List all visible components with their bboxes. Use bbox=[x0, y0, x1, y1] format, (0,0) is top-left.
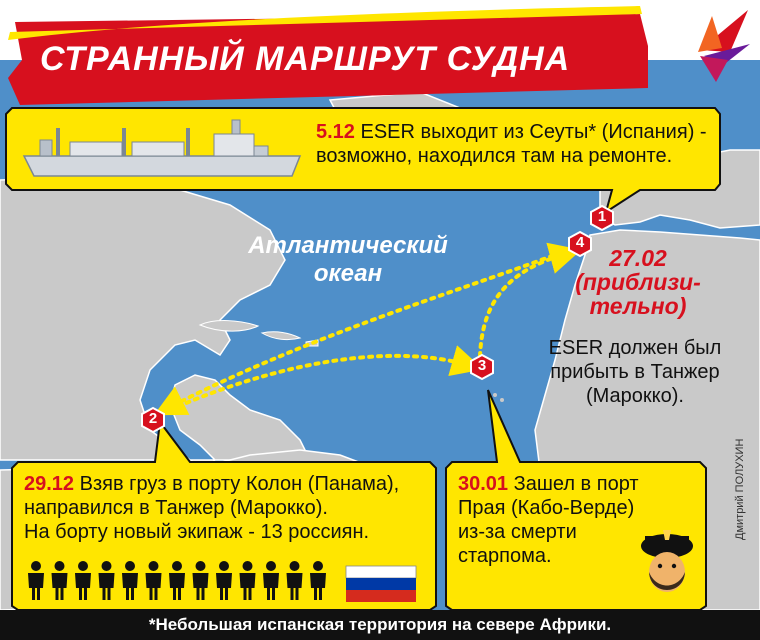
captain-icon bbox=[641, 530, 693, 592]
event-3-line2: Прая (Кабо-Верде) bbox=[458, 497, 635, 519]
author-credit: Дмитрий ПОЛУХИН bbox=[734, 438, 746, 540]
crew-person-icon bbox=[122, 561, 138, 600]
ocean-label-line1: Атлантический bbox=[248, 232, 448, 259]
crew-person-icon bbox=[216, 561, 232, 600]
russian-flag-icon bbox=[345, 565, 417, 602]
event-4-line3: (Марокко). bbox=[586, 385, 684, 407]
marker-1 bbox=[590, 204, 614, 232]
crew-person-icon bbox=[75, 561, 91, 600]
ocean-label-line2: океан bbox=[313, 260, 383, 287]
event-4-line1: ESER должен был bbox=[548, 337, 722, 359]
event-2-text: 29.12 Взяв груз в порту Колон (Панама), … bbox=[24, 472, 430, 544]
crew-person-icon bbox=[192, 561, 209, 600]
marker-3 bbox=[470, 353, 494, 381]
event-1-text: 5.12 ESER выходит из Сеуты* (Испания) - … bbox=[316, 120, 716, 168]
crew-row bbox=[28, 561, 326, 600]
logo-icon bbox=[698, 10, 750, 82]
title-banner-red bbox=[8, 14, 648, 105]
crew-person-icon bbox=[239, 561, 256, 600]
crew-person-icon bbox=[28, 561, 44, 600]
page-title: СТРАННЫЙ МАРШРУТ СУДНА bbox=[40, 40, 571, 78]
crew-person-icon bbox=[98, 561, 115, 600]
route-praia-to-tangier bbox=[478, 242, 582, 358]
crew-person-icon bbox=[169, 561, 185, 600]
event-2-date: 29.12 bbox=[24, 473, 75, 495]
event-4-note-line2: тельно) bbox=[589, 293, 687, 319]
event-3-line1: Зашел в порт bbox=[513, 473, 639, 495]
event-3-text: 30.01 Зашел в порт Прая (Кабо-Верде) из-… bbox=[458, 472, 698, 568]
event-1-line2: возможно, находился там на ремонте. bbox=[316, 145, 673, 167]
event-4-date-block: 27.02 (приблизи- тельно) bbox=[558, 246, 718, 318]
crew-person-icon bbox=[145, 561, 162, 600]
event-4-note-line1: (приблизи- bbox=[575, 269, 701, 295]
marker-4 bbox=[568, 230, 592, 258]
crew-person-icon bbox=[51, 561, 68, 600]
crew-person-icon bbox=[263, 561, 279, 600]
event-1-line1: ESER выходит из Сеуты* (Испания) - bbox=[360, 121, 707, 143]
event-2-line2: направился в Танжер (Марокко). bbox=[24, 497, 328, 519]
marker-2-label: 2 bbox=[148, 410, 158, 427]
marker-2 bbox=[141, 406, 165, 434]
event-4-date: 27.02 bbox=[609, 245, 667, 271]
event-3-line3: из-за смерти bbox=[458, 521, 577, 543]
event-2-line3: На борту новый экипаж - 13 россиян. bbox=[24, 521, 370, 543]
event-2-line1: Взяв груз в порту Колон (Панама), bbox=[79, 473, 400, 495]
marker-1-label: 1 bbox=[597, 208, 607, 225]
event-4-text: ESER должен был прибыть в Танжер (Марокк… bbox=[540, 336, 730, 408]
route-ceuta-to-colon bbox=[153, 244, 580, 416]
ocean-label: Атлантический океан bbox=[218, 232, 478, 288]
marker-3-label: 3 bbox=[477, 357, 487, 374]
event-4-line2: прибыть в Танжер bbox=[550, 361, 720, 383]
crew-person-icon bbox=[310, 561, 326, 600]
footnote: *Небольшая испанская территория на север… bbox=[0, 610, 760, 640]
cape-verde-island bbox=[493, 393, 497, 397]
ship-icon bbox=[22, 119, 302, 177]
cape-verde-island bbox=[500, 398, 504, 402]
marker-4-label: 4 bbox=[575, 234, 585, 251]
callout-box-1 bbox=[5, 107, 721, 215]
event-3-date: 30.01 bbox=[458, 473, 509, 495]
route-colon-to-praia bbox=[168, 345, 484, 412]
title-banner-yellow-stroke bbox=[8, 6, 642, 40]
event-1-date: 5.12 bbox=[316, 121, 355, 143]
crew-person-icon bbox=[286, 561, 303, 600]
event-3-line4: старпома. bbox=[458, 545, 552, 567]
